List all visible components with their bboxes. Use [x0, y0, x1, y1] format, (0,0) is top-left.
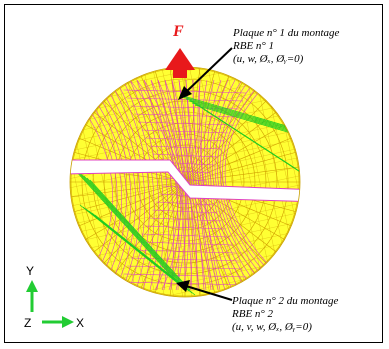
annotation-bottom-line3: (u, v, w, Øₓ, Øᵧ=0): [232, 321, 312, 333]
annotation-top-line1: Plaque n° 1 du montage: [233, 27, 340, 39]
axis-y-arrow: [26, 280, 38, 312]
annotation-bottom-line2: RBE n° 2: [232, 308, 274, 320]
annotation-arrow-top: [178, 47, 233, 100]
annotation-top-line2: RBE n° 1: [233, 40, 275, 52]
figure-frame: [4, 4, 383, 343]
force-label: F: [173, 23, 184, 40]
annotation-bottom: Plaque n° 2 du montage RBE n° 2 (u, v, w…: [232, 295, 338, 334]
axis-x-label: X: [76, 316, 85, 330]
force-arrow: [165, 48, 195, 78]
disc-mesh: [70, 67, 300, 297]
annotation-arrow-bottom: [176, 280, 233, 301]
annotation-top-line3: (u, w, Øₓ, Øᵧ=0): [233, 53, 304, 65]
slot-cut: [70, 160, 300, 202]
axis-x-arrow: [42, 316, 74, 328]
annotation-top: Plaque n° 1 du montage RBE n° 1 (u, w, Ø…: [233, 27, 339, 66]
axis-z-label: Z: [24, 316, 32, 330]
axis-y-label: Y: [26, 264, 35, 278]
annotation-bottom-line1: Plaque n° 2 du montage: [232, 295, 339, 307]
